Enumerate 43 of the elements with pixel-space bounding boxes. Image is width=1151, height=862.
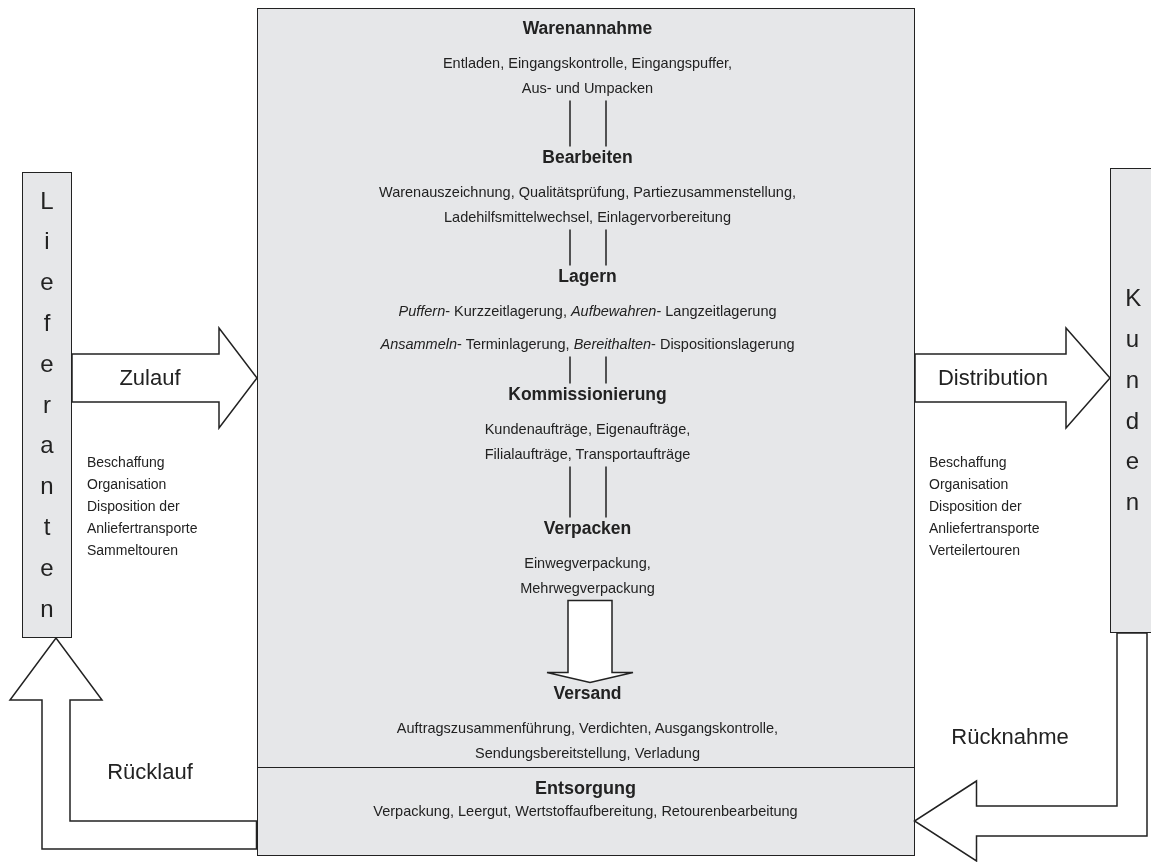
step-title: Versand [552,682,623,704]
step-description: Auftragszusammenführung, Verdichten, Ausgangskontrolle, Sendungsbereitstellung, Verladung [395,718,780,763]
step-description: Puffern- Kurzzeitlagerung, Aufbewahren- Langzeitlagerung [397,301,778,321]
task-note: Anliefertransporte [929,519,1040,538]
arrow-label: Distribution [938,365,1048,391]
double-line-connector [569,355,607,385]
task-note: Anliefertransporte [87,519,198,538]
step-description: Ansammeln- Terminlagerung, Bereithalten- Dispositionslagerung [379,334,796,354]
arrow-label: Rücklauf [107,759,193,785]
step-description: Warenauszeichnung, Qualitätsprüfung, Partiezusammenstellung, Ladehilfsmittelwechsel, Einlagervorbereitung [378,182,797,227]
step-description: Einwegverpackung, Mehrwegverpackung [519,553,656,598]
step-description: Entladen, Eingangskontrolle, Eingangspuffer, Aus- und Umpacken [441,53,734,98]
block-arrow [546,599,634,684]
block-arrow [8,636,258,850]
step-description: Kundenaufträge, Eigenaufträge, Filialaufträge, Transportaufträge [483,419,692,464]
block-arrow [71,325,258,431]
step-title: Verpacken [542,517,633,539]
task-note: Organisation [929,475,1009,494]
task-note: Organisation [87,475,167,494]
task-note: Verteilertouren [929,541,1021,560]
step-title: Bearbeiten [541,146,634,168]
block-arrow [913,632,1148,862]
step-title: Kommissionierung [507,383,668,405]
party-name: Kunden [1125,283,1140,518]
arrow-label: Rücknahme [951,724,1069,750]
step-title: Entsorgung [534,777,637,799]
step-description: Verpackung, Leergut, Wertstoffaufbereitung, Retourenbearbeitung [372,802,799,819]
task-note: Disposition der [87,497,180,516]
step-title: Lagern [557,265,618,287]
double-line-connector [569,465,607,519]
arrow-label: Zulauf [119,365,181,391]
partner-box [22,172,72,638]
double-line-connector [569,99,607,148]
step-title: Warenannahme [521,17,654,39]
task-note: Sammeltouren [87,541,179,560]
task-note: Disposition der [929,497,1022,516]
double-line-connector [569,228,607,267]
party-name: Lieferanten [39,185,55,624]
partner-box [1110,168,1151,633]
task-note: Beschaffung [87,453,165,472]
warehouse-box [257,8,915,856]
task-note: Beschaffung [929,453,1007,472]
block-arrow [914,326,1111,430]
